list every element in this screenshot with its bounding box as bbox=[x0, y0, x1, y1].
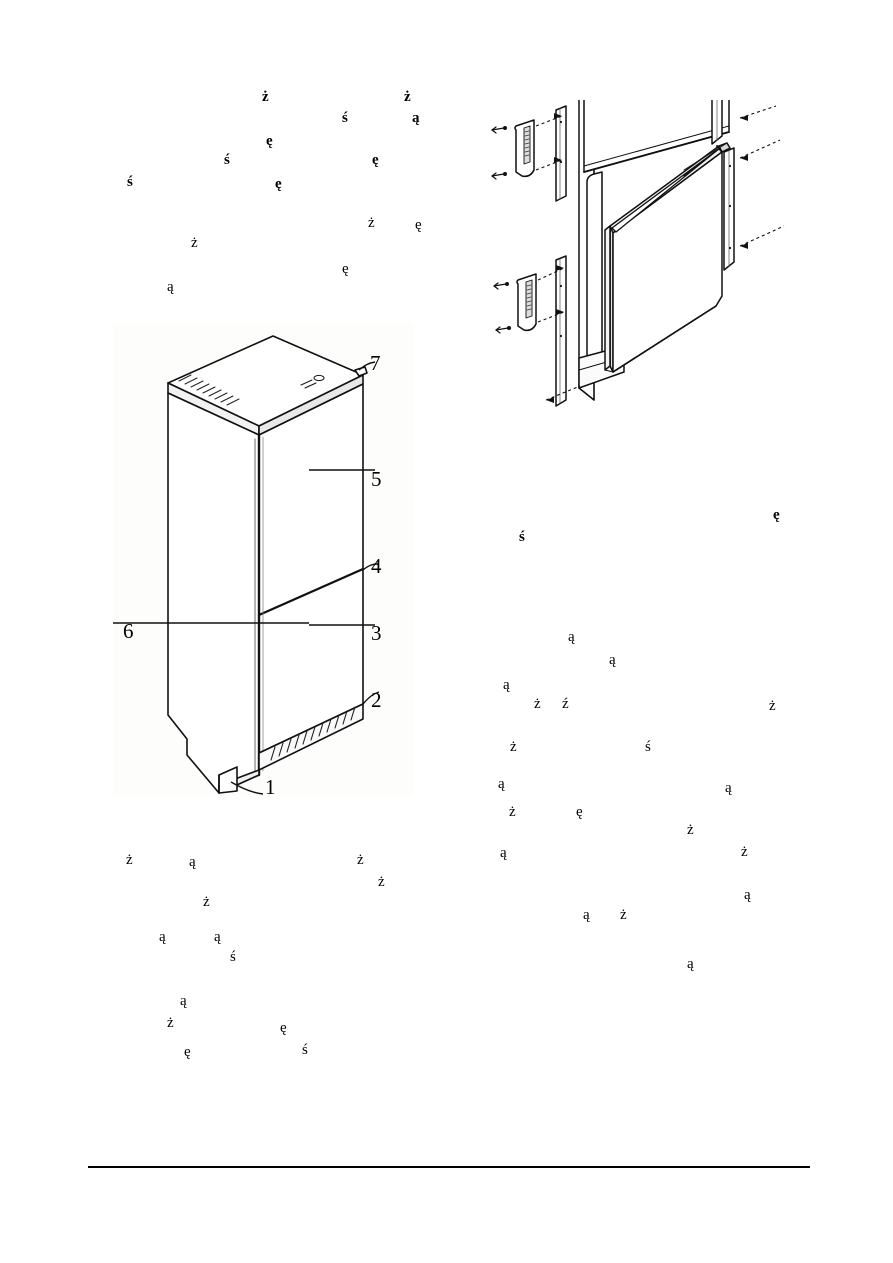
footer-separator-rule bbox=[88, 1166, 810, 1168]
heading-glyph: ś bbox=[224, 152, 230, 168]
body-glyph: ż bbox=[687, 822, 694, 838]
heading-glyph: ę bbox=[266, 133, 273, 149]
body-glyph: ż bbox=[741, 844, 748, 860]
door-assembly-line-art bbox=[491, 100, 785, 407]
body-glyph: ż bbox=[378, 874, 385, 890]
body-glyph: ą bbox=[498, 776, 505, 792]
body-glyph: ż bbox=[368, 215, 375, 231]
body-glyph: ą bbox=[189, 854, 196, 870]
body-glyph: ś bbox=[302, 1042, 308, 1058]
body-glyph: ą bbox=[568, 629, 575, 645]
body-glyph: ą bbox=[503, 677, 510, 693]
body-glyph: ę bbox=[280, 1020, 287, 1036]
figure-door-assembly bbox=[484, 100, 794, 420]
body-glyph: ż bbox=[357, 852, 364, 868]
body-glyph: ź bbox=[562, 696, 569, 712]
body-glyph: ż bbox=[509, 804, 516, 820]
heading-glyph: ą bbox=[412, 110, 420, 126]
body-glyph: ą bbox=[167, 279, 174, 295]
body-glyph: ż bbox=[203, 894, 210, 910]
figure-refrigerator: 7 5 4 6 3 2 1 bbox=[113, 323, 413, 799]
heading-glyph: ę bbox=[372, 152, 379, 168]
body-glyph: ę bbox=[415, 217, 422, 233]
heading-glyph: ś bbox=[342, 110, 348, 126]
body-glyph: ż bbox=[167, 1015, 174, 1031]
body-glyph: ż bbox=[126, 852, 133, 868]
callout-7: 7 bbox=[370, 351, 381, 375]
body-glyph: ą bbox=[500, 845, 507, 861]
body-glyph: ą bbox=[609, 652, 616, 668]
body-glyph: ą bbox=[583, 907, 590, 923]
body-glyph: ś bbox=[645, 739, 651, 755]
body-glyph: ę bbox=[342, 261, 349, 277]
body-glyph: ż bbox=[191, 235, 198, 251]
callout-3: 3 bbox=[371, 621, 382, 645]
body-glyph: ś bbox=[230, 949, 236, 965]
callout-6: 6 bbox=[123, 619, 134, 643]
heading-glyph: ę bbox=[773, 507, 780, 523]
body-glyph: ą bbox=[725, 780, 732, 796]
callout-4: 4 bbox=[371, 554, 382, 578]
body-glyph: ż bbox=[510, 739, 517, 755]
heading-glyph: ę bbox=[275, 176, 282, 192]
callout-1: 1 bbox=[265, 775, 276, 799]
body-glyph: ą bbox=[687, 956, 694, 972]
body-glyph: ą bbox=[180, 993, 187, 1009]
heading-glyph: ś bbox=[127, 174, 133, 190]
body-glyph: ż bbox=[620, 907, 627, 923]
refrigerator-line-art bbox=[113, 335, 380, 795]
body-glyph: ę bbox=[184, 1044, 191, 1060]
body-glyph: ą bbox=[159, 929, 166, 945]
heading-glyph: ż bbox=[404, 89, 411, 105]
body-glyph: ą bbox=[214, 929, 221, 945]
body-glyph: ż bbox=[769, 698, 776, 714]
body-glyph: ą bbox=[744, 887, 751, 903]
heading-glyph: ś bbox=[519, 529, 525, 545]
heading-glyph: ż bbox=[262, 89, 269, 105]
body-glyph: ż bbox=[534, 696, 541, 712]
callout-2: 2 bbox=[371, 688, 382, 712]
callout-5: 5 bbox=[371, 467, 382, 491]
body-glyph: ę bbox=[576, 804, 583, 820]
